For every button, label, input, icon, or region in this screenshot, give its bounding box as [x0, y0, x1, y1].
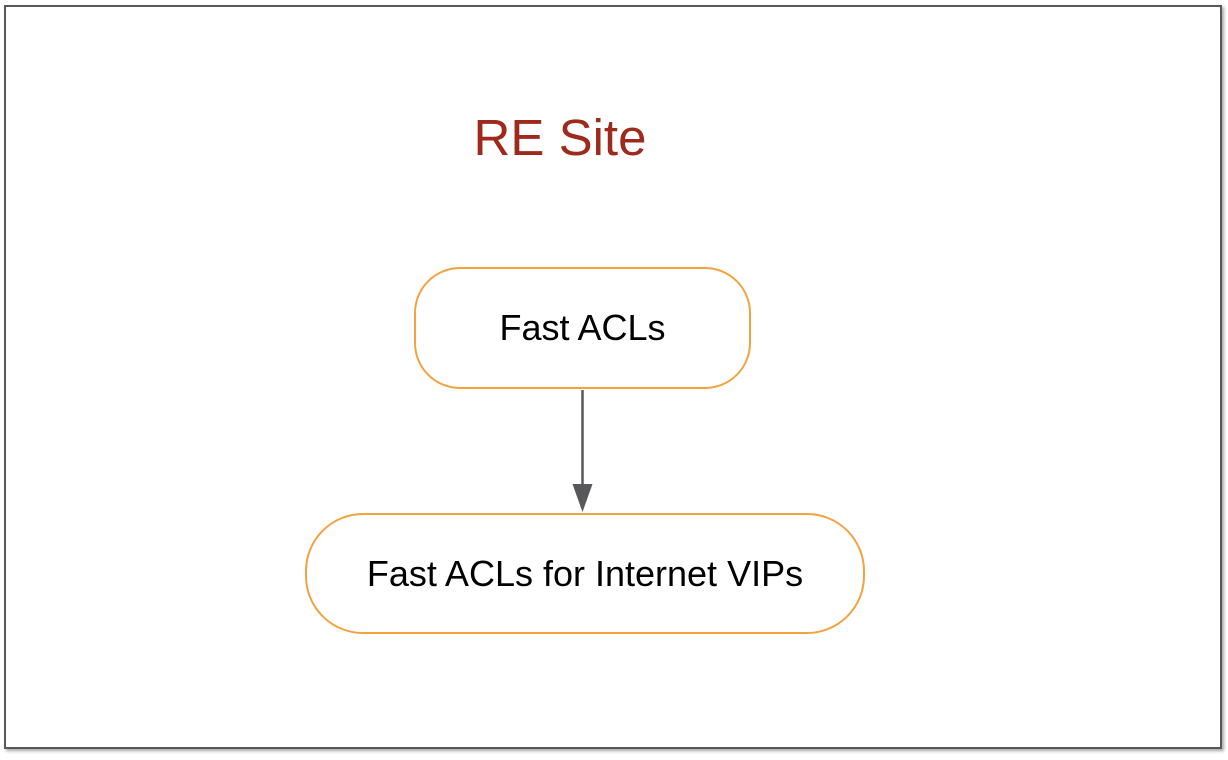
node-fast-acls-for-internet-vips[interactable]: Fast ACLs for Internet VIPs: [305, 513, 865, 634]
node-fast-acls[interactable]: Fast ACLs: [414, 267, 751, 389]
node-fast-acls-label: Fast ACLs: [499, 307, 666, 348]
diagram-title: RE Site: [473, 109, 647, 166]
node-fast-acls-for-internet-vips-label: Fast ACLs for Internet VIPs: [366, 552, 804, 594]
